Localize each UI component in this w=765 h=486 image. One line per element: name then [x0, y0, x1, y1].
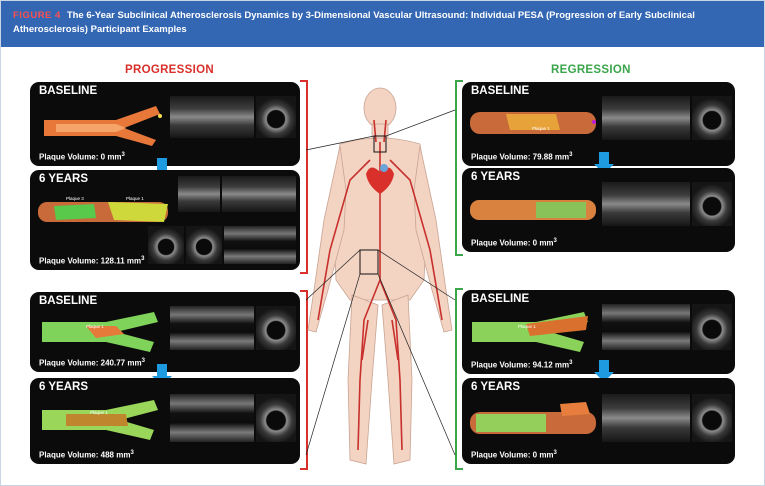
- ultrasound-cross-section: [186, 226, 222, 264]
- vessel-3d-model: [470, 112, 596, 134]
- progression-femoral-baseline-panel: BASELINE Plaque 1 Plaque Volume: 240.77 …: [30, 292, 300, 372]
- ultrasound-cross-section: [256, 96, 296, 138]
- regression-heading: REGRESSION: [551, 64, 631, 76]
- arrow-down-icon-head: [594, 372, 614, 382]
- ultrasound-cross-section: [148, 226, 184, 264]
- panel-title: BASELINE: [39, 295, 98, 307]
- plaque-label: Plaque 1: [126, 196, 144, 201]
- arrow-down-icon: [157, 158, 167, 170]
- ultrasound-cross-section: [692, 182, 732, 226]
- plaque-label: Plaque 1: [532, 126, 550, 131]
- plaque-volume: Plaque Volume: 0 mm3: [471, 450, 557, 460]
- panel-title: 6 YEARS: [39, 381, 89, 393]
- ultrasound-longitudinal: [170, 306, 254, 350]
- plaque-label: Plaque 3: [66, 196, 84, 201]
- ultrasound-longitudinal: [170, 394, 254, 442]
- ultrasound-cross-section: [692, 304, 732, 350]
- panel-title: BASELINE: [471, 85, 530, 97]
- plaque-volume: Plaque Volume: 0 mm3: [39, 152, 125, 162]
- arrow-down-icon: [157, 364, 167, 376]
- plaque-volume: Plaque Volume: 240.77 mm3: [39, 358, 145, 368]
- panel-title: BASELINE: [39, 85, 98, 97]
- ultrasound-cross-section: [256, 394, 296, 442]
- ultrasound-longitudinal: [602, 182, 690, 226]
- plaque-label: Plaque 1: [518, 324, 536, 329]
- vessel-3d-model: [44, 106, 160, 146]
- vessel-3d-model: [42, 312, 158, 352]
- ultrasound-cross-section: [256, 306, 296, 350]
- plaque-label: Plaque 1: [86, 324, 104, 329]
- plaque-label: Plaque 1: [90, 410, 108, 415]
- ultrasound-longitudinal: [602, 394, 690, 442]
- progression-carotid-baseline-panel: BASELINE Plaque Volume: 0 mm3: [30, 82, 300, 166]
- ultrasound-cross-section: [692, 96, 732, 140]
- panel-title: 6 YEARS: [471, 171, 521, 183]
- regression-femoral-6years-panel: 6 YEARS Plaque Volume: 0 mm3: [462, 378, 735, 464]
- panel-title: 6 YEARS: [471, 381, 521, 393]
- regression-femoral-baseline-panel: BASELINE Plaque 1 Plaque Volume: 94.12 m…: [462, 290, 735, 374]
- ultrasound-cross-section: [692, 394, 732, 442]
- regression-carotid-6years-panel: 6 YEARS Plaque Volume: 0 mm3: [462, 168, 735, 252]
- ultrasound-longitudinal: [170, 96, 254, 138]
- ultrasound-longitudinal: [602, 96, 690, 140]
- ultrasound-image: [224, 226, 296, 264]
- panel-title: BASELINE: [471, 293, 530, 305]
- ultrasound-image: [178, 176, 220, 212]
- ultrasound-longitudinal: [602, 304, 690, 350]
- plaque-volume: Plaque Volume: 79.88 mm3: [471, 152, 573, 162]
- vessel-3d-model: [38, 202, 168, 222]
- progression-carotid-6years-panel: 6 YEARS Plaque 3 Plaque 1 Plaque Volume:…: [30, 170, 300, 270]
- progression-bracket-bottom: [300, 290, 308, 470]
- plaque-volume: Plaque Volume: 94.12 mm3: [471, 360, 573, 370]
- marker-dot: [158, 114, 162, 118]
- progression-bracket-top: [300, 80, 308, 274]
- plaque-volume: Plaque Volume: 0 mm3: [471, 238, 557, 248]
- progression-heading: PROGRESSION: [125, 64, 214, 76]
- regression-bracket-top: [455, 80, 463, 256]
- regression-carotid-baseline-panel: BASELINE Plaque 1 Plaque Volume: 79.88 m…: [462, 82, 735, 166]
- arrow-down-icon: [599, 152, 609, 164]
- vessel-3d-model: [470, 402, 596, 434]
- vessel-3d-model: [470, 200, 596, 220]
- vessel-3d-model: [42, 400, 158, 440]
- arrow-down-icon: [599, 360, 609, 372]
- figure-label: FIGURE 4: [13, 10, 61, 21]
- vessel-3d-model: [472, 312, 588, 352]
- plaque-volume: Plaque Volume: 128.11 mm3: [39, 256, 145, 266]
- marker-dot: [592, 120, 596, 124]
- human-body-illustration: [307, 87, 453, 465]
- plaque-volume: Plaque Volume: 488 mm3: [39, 450, 134, 460]
- panel-title: 6 YEARS: [39, 173, 89, 185]
- regression-bracket-bottom: [455, 288, 463, 470]
- figure-title: The 6-Year Subclinical Atherosclerosis D…: [13, 10, 695, 35]
- progression-femoral-6years-panel: 6 YEARS Plaque 1 Plaque Volume: 488 mm3: [30, 378, 300, 464]
- ultrasound-image: [222, 176, 296, 212]
